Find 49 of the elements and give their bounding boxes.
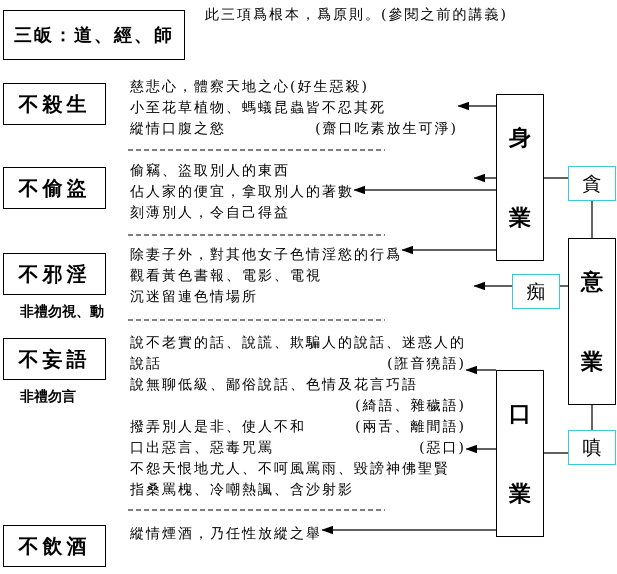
note-text: 非禮勿視、動 [20, 303, 104, 321]
note-text: 此三項爲根本，爲原則。(參閱之前的講義) [205, 6, 508, 24]
text-line: 慈悲心，體察天地之心(好生惡殺) [130, 78, 369, 96]
vertical-box: 意業 [568, 238, 616, 405]
arrow [458, 102, 496, 110]
text-line: 觀看黃色書報、電影、電視 [130, 267, 322, 285]
arrow [354, 186, 496, 194]
arrow [474, 282, 512, 290]
label-box: 不偷盜 [3, 167, 106, 209]
text-line: 說不老實的話、說謊、欺騙人的說話、迷惑人的 [130, 334, 466, 352]
label-box: 痴 [512, 274, 560, 309]
text-line: 說話 [130, 355, 162, 373]
connector-line [544, 452, 568, 454]
label-box: 不殺生 [3, 83, 106, 125]
label-box: 三皈：道、經、師 [3, 10, 185, 60]
text-line: (綺語、雜穢語) [355, 397, 466, 415]
vertical-box: 口業 [496, 370, 544, 537]
text-line: 縱情口腹之慾 [130, 120, 226, 138]
text-line: 刻薄別人，令自己得益 [130, 204, 290, 222]
vertical-box: 身業 [496, 94, 544, 261]
text-line: 除妻子外，對其他女子色情淫慾的行爲 [130, 246, 402, 264]
text-line: (惡口) [419, 439, 466, 457]
note-text: 非禮勿言 [20, 388, 76, 406]
text-line: 說無聊低級、鄙俗說話、色情及花言巧語 [130, 376, 418, 394]
text-line: 沉迷留連色情場所 [130, 288, 258, 306]
text-line: 小至花草植物、螞蟻昆蟲皆不忍其死 [130, 99, 386, 117]
text-line: 口出惡言、惡毒咒罵 [130, 439, 274, 457]
text-line: (兩舌、離間語) [355, 418, 466, 436]
text-line: 偷竊、盜取別人的東西 [130, 162, 290, 180]
arrow [466, 366, 496, 374]
label-box: 不邪淫 [3, 253, 106, 295]
label-box: 嗔 [568, 430, 616, 465]
arrow [474, 174, 496, 182]
arrow [402, 246, 496, 254]
text-line: 佔人家的便宜，拿取別人的著數 [130, 183, 354, 201]
arrow [322, 526, 496, 534]
text-line: (齋口吃素放生可淨) [315, 120, 458, 138]
text-line: (誑音獟語) [387, 355, 466, 373]
text-line: 不怨天恨地尤人、不呵風罵雨、毀謗神佛聖賢 [130, 460, 450, 478]
text-line: 指桑罵槐、冷嘲熱諷、含沙射影 [130, 481, 354, 499]
text-line: 縱情煙酒，乃任性放縱之舉 [130, 525, 322, 543]
label-box: 不飲酒 [3, 525, 106, 567]
text-line: 撥弄別人是非、使人不和 [130, 418, 306, 436]
label-box: 不妄語 [3, 338, 106, 380]
label-box: 貪 [568, 166, 616, 201]
arrow [466, 444, 496, 454]
connector-line [544, 177, 568, 179]
connector-line [591, 405, 593, 430]
connector-line [591, 201, 593, 238]
